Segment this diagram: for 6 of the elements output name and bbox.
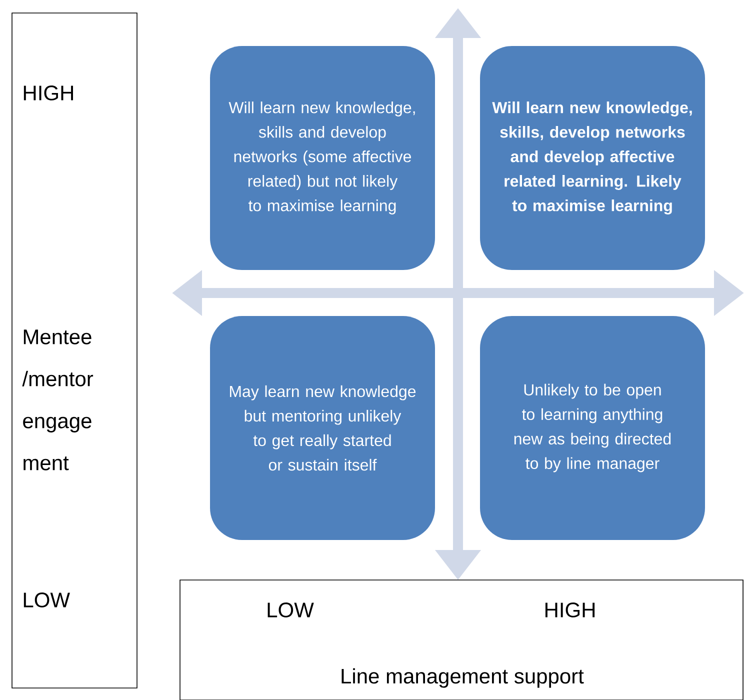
axis-box: LOW HIGH Line management support	[180, 580, 744, 700]
axis-box: HIGH Mentee /mentor engage ment LOW	[12, 12, 138, 688]
quadrant-box: Will learn new knowledge, skills and develop networks (some affective related) but not likely to maximise learning	[210, 46, 435, 270]
quadrant-box: Unlikely to be open to learning anything new as being directed to by line manager	[480, 316, 705, 540]
quadrant-box: Will learn new knowledge, skills, develop networks and develop affective related learning. Likely to maximise learning	[480, 46, 705, 270]
quadrant-box: May learn new knowledge but mentoring unlikely to get really started or sustain itself	[210, 316, 435, 540]
